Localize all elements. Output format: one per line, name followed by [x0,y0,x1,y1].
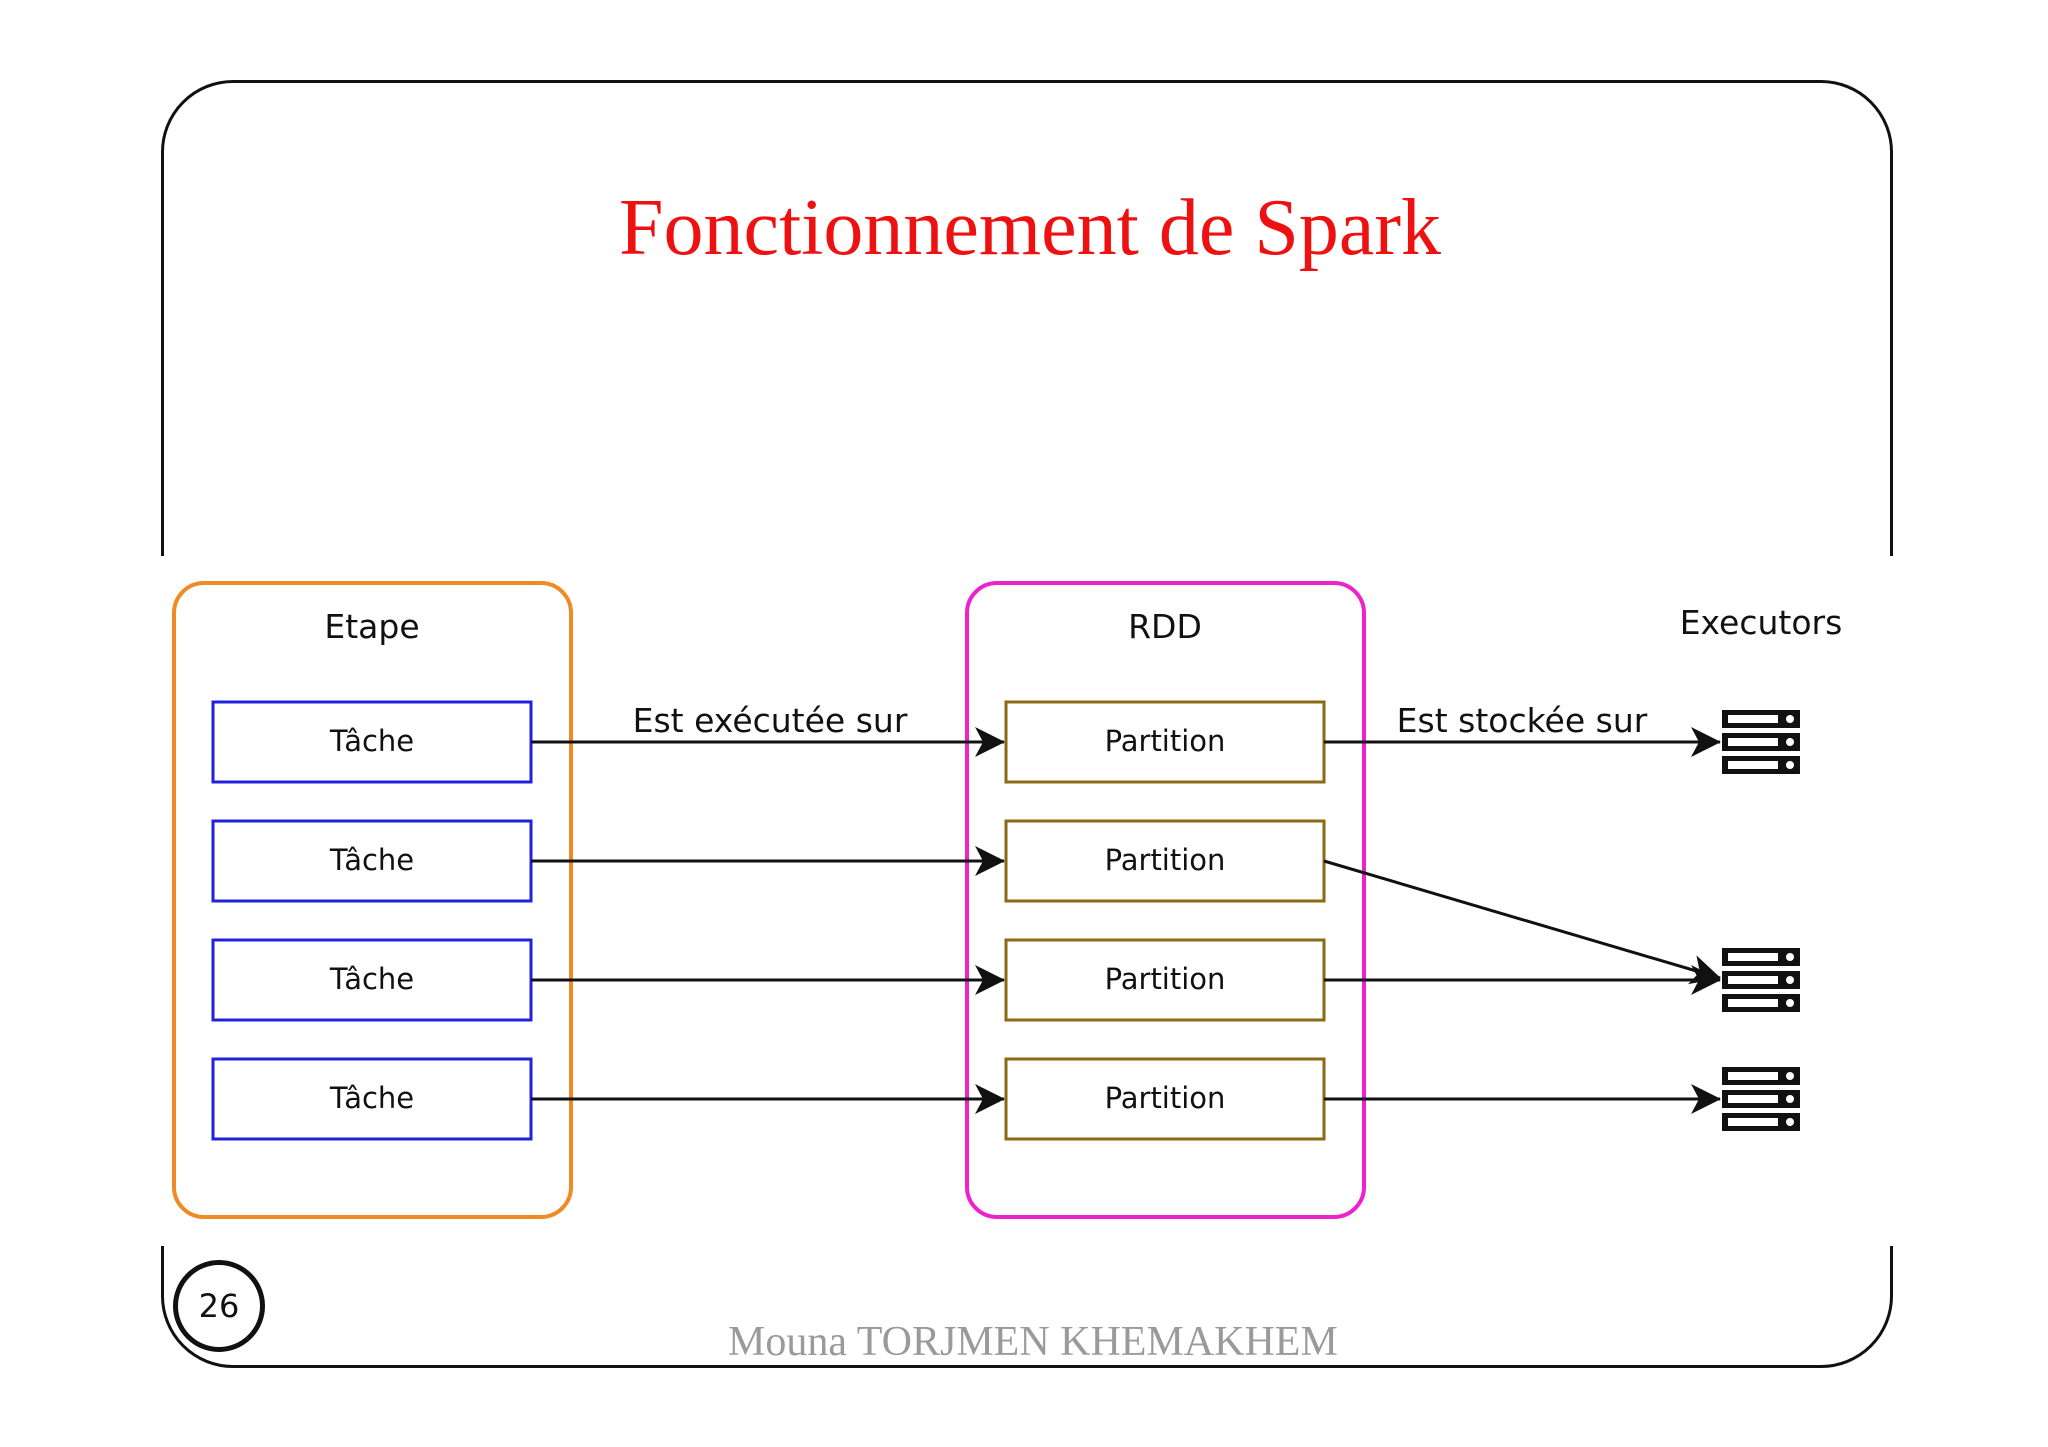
task-box-1: Tâche [211,700,533,784]
rdd-label: RDD [1128,607,1202,646]
partition-box-1: Partition [1004,700,1326,784]
partition-to-executor-arrow-2 [1323,859,1721,985]
task-box-4: Tâche [211,1057,533,1141]
partition-box-3: Partition [1004,938,1326,1022]
stage-label: Etape [324,607,419,646]
stage-group-box [172,581,573,1219]
server-icon [1722,1067,1800,1131]
page-number: 26 [198,1287,240,1325]
partition-label: Partition [1105,843,1226,877]
partition-label: Partition [1105,1081,1226,1115]
task-box-2: Tâche [211,819,533,903]
executors-label: Executors [1680,603,1843,642]
task-label: Tâche [329,962,414,996]
task-box-3: Tâche [211,938,533,1022]
partition-box-2: Partition [1004,819,1326,903]
partition-label: Partition [1105,724,1226,758]
task-label: Tâche [329,1081,414,1115]
task-label: Tâche [329,724,414,758]
rdd-group-box [965,581,1366,1219]
partition-label: Partition [1105,962,1226,996]
server-icon [1722,710,1800,774]
page-number-badge: 26 [173,1260,265,1352]
runs-on-label: Est exécutée sur [633,701,908,740]
partition-box-4: Partition [1004,1057,1326,1141]
stored-on-label: Est stockée sur [1397,701,1648,740]
slide-footer-author: Mouna TORJMEN KHEMAKHEM [728,1319,1338,1365]
task-label: Tâche [329,843,414,877]
server-icon [1722,948,1800,1012]
slide-title: Fonctionnement de Spark [618,184,1442,272]
